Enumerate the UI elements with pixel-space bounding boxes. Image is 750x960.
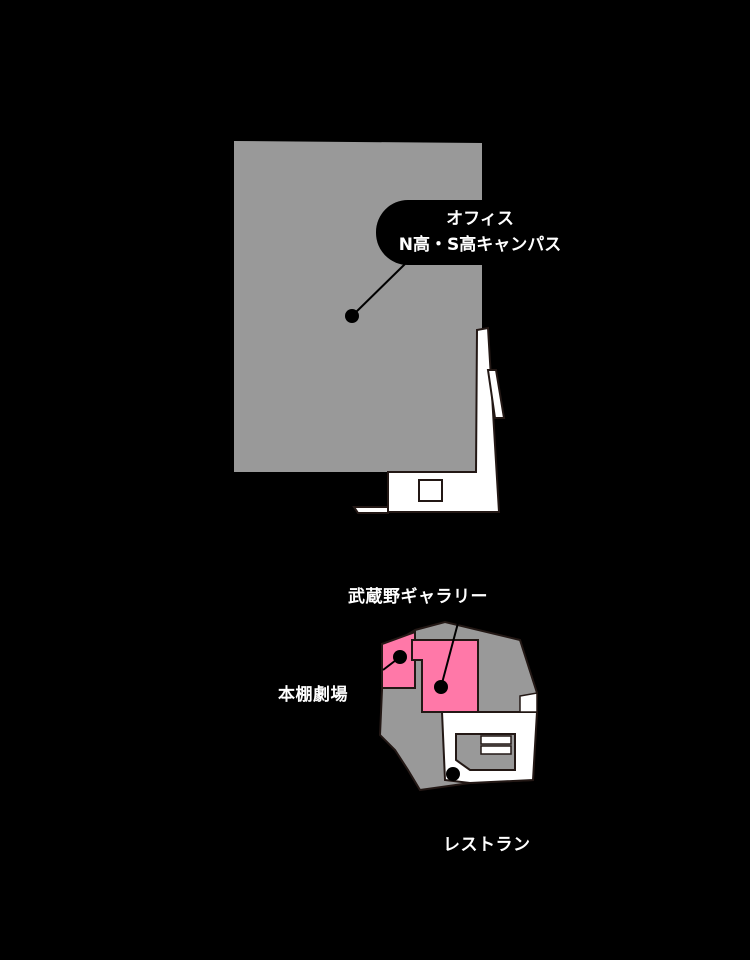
office-walkway-ledge [352, 506, 389, 514]
office-label-line1: オフィス [446, 209, 514, 229]
restaurant-label[interactable]: レストラン [443, 835, 531, 855]
office-building[interactable] [234, 141, 482, 472]
gallery-marker[interactable] [434, 680, 448, 694]
office-label[interactable]: オフィス N高・S高キャンパス [380, 206, 580, 258]
office-label-line2: N高・S高キャンパス [398, 235, 562, 255]
office-entrance-square [418, 479, 443, 502]
theater-label[interactable]: 本棚劇場 [278, 685, 348, 705]
restaurant-marker[interactable] [446, 767, 460, 781]
theater-marker[interactable] [393, 650, 407, 664]
office-marker[interactable] [345, 309, 359, 323]
gallery-area[interactable] [411, 639, 479, 713]
office-callout [376, 200, 596, 265]
gallery-label[interactable]: 武蔵野ギャラリー [348, 587, 488, 607]
office-walkway-strip [486, 369, 506, 419]
